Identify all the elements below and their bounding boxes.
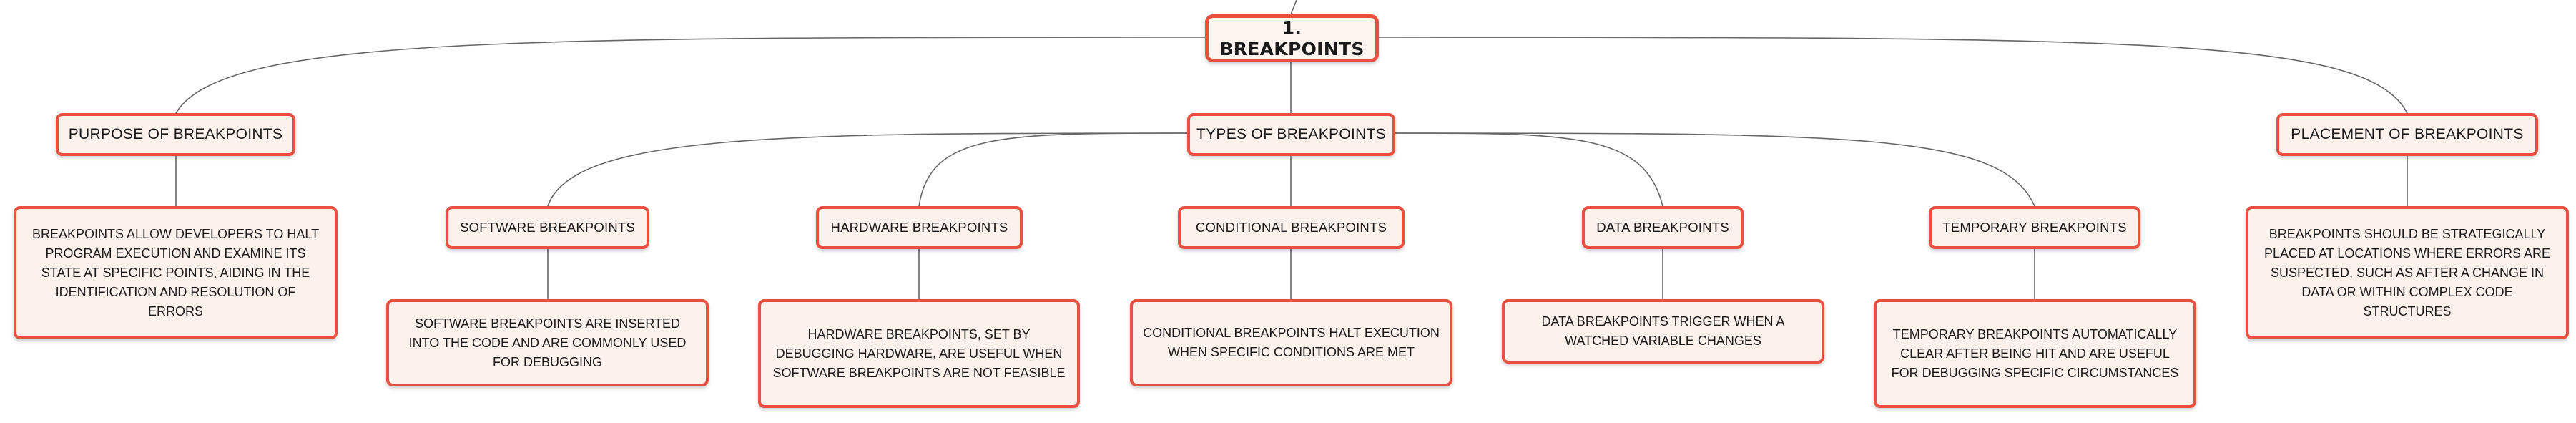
connector-root-purpose bbox=[175, 37, 1206, 114]
purpose-label: PURPOSE OF BREAKPOINTS bbox=[68, 126, 283, 142]
purpose-description-node[interactable]: BREAKPOINTS ALLOW DEVELOPERS TO HALT PRO… bbox=[14, 206, 338, 339]
connector-types-data bbox=[1395, 132, 1663, 207]
conditional-breakpoints-node[interactable]: CONDITIONAL BREAKPOINTS bbox=[1178, 206, 1405, 249]
connector-types-hardware bbox=[918, 132, 1188, 207]
temporary-breakpoints-node[interactable]: TEMPORARY BREAKPOINTS bbox=[1929, 206, 2140, 249]
hardware-description-node[interactable]: HARDWARE BREAKPOINTS, SET BY DEBUGGING H… bbox=[758, 299, 1080, 408]
types-node[interactable]: TYPES OF BREAKPOINTS bbox=[1187, 113, 1395, 156]
purpose-description: BREAKPOINTS ALLOW DEVELOPERS TO HALT PRO… bbox=[31, 226, 320, 319]
data-breakpoints-label: DATA BREAKPOINTS bbox=[1596, 220, 1729, 235]
temporary-description: TEMPORARY BREAKPOINTS AUTOMATICALLY CLEA… bbox=[1891, 326, 2179, 380]
hardware-description: HARDWARE BREAKPOINTS, SET BY DEBUGGING H… bbox=[772, 326, 1066, 380]
temporary-breakpoints-label: TEMPORARY BREAKPOINTS bbox=[1942, 220, 2127, 235]
types-label: TYPES OF BREAKPOINTS bbox=[1196, 126, 1387, 142]
software-breakpoints-node[interactable]: SOFTWARE BREAKPOINTS bbox=[446, 206, 649, 249]
root-node[interactable]: 1. BREAKPOINTS bbox=[1205, 14, 1379, 62]
conditional-description-node[interactable]: CONDITIONAL BREAKPOINTS HALT EXECUTION W… bbox=[1130, 299, 1452, 386]
placement-description: BREAKPOINTS SHOULD BE STRATEGICALLY PLAC… bbox=[2263, 226, 2551, 319]
software-breakpoints-label: SOFTWARE BREAKPOINTS bbox=[460, 220, 635, 235]
connector-root-placement bbox=[1378, 37, 2408, 114]
conditional-breakpoints-label: CONDITIONAL BREAKPOINTS bbox=[1195, 220, 1387, 235]
software-description-node[interactable]: SOFTWARE BREAKPOINTS ARE INSERTED INTO T… bbox=[386, 299, 709, 386]
connector-types-software bbox=[547, 132, 1188, 207]
conditional-description: CONDITIONAL BREAKPOINTS HALT EXECUTION W… bbox=[1143, 326, 1440, 359]
software-description: SOFTWARE BREAKPOINTS ARE INSERTED INTO T… bbox=[408, 316, 687, 369]
placement-label: PLACEMENT OF BREAKPOINTS bbox=[2291, 126, 2524, 142]
placement-description-node[interactable]: BREAKPOINTS SHOULD BE STRATEGICALLY PLAC… bbox=[2246, 206, 2569, 339]
connector-types-temporary bbox=[1395, 132, 2035, 207]
root-label: 1. BREAKPOINTS bbox=[1219, 17, 1365, 59]
placement-node[interactable]: PLACEMENT OF BREAKPOINTS bbox=[2276, 113, 2538, 156]
hardware-breakpoints-node[interactable]: HARDWARE BREAKPOINTS bbox=[816, 206, 1023, 249]
data-description: DATA BREAKPOINTS TRIGGER WHEN A WATCHED … bbox=[1541, 314, 1785, 348]
hardware-breakpoints-label: HARDWARE BREAKPOINTS bbox=[830, 220, 1008, 235]
temporary-description-node[interactable]: TEMPORARY BREAKPOINTS AUTOMATICALLY CLEA… bbox=[1874, 299, 2196, 408]
data-breakpoints-node[interactable]: DATA BREAKPOINTS bbox=[1582, 206, 1744, 249]
connector-root-parent bbox=[1290, 0, 1297, 15]
purpose-node[interactable]: PURPOSE OF BREAKPOINTS bbox=[56, 113, 295, 156]
data-description-node[interactable]: DATA BREAKPOINTS TRIGGER WHEN A WATCHED … bbox=[1502, 299, 1824, 364]
